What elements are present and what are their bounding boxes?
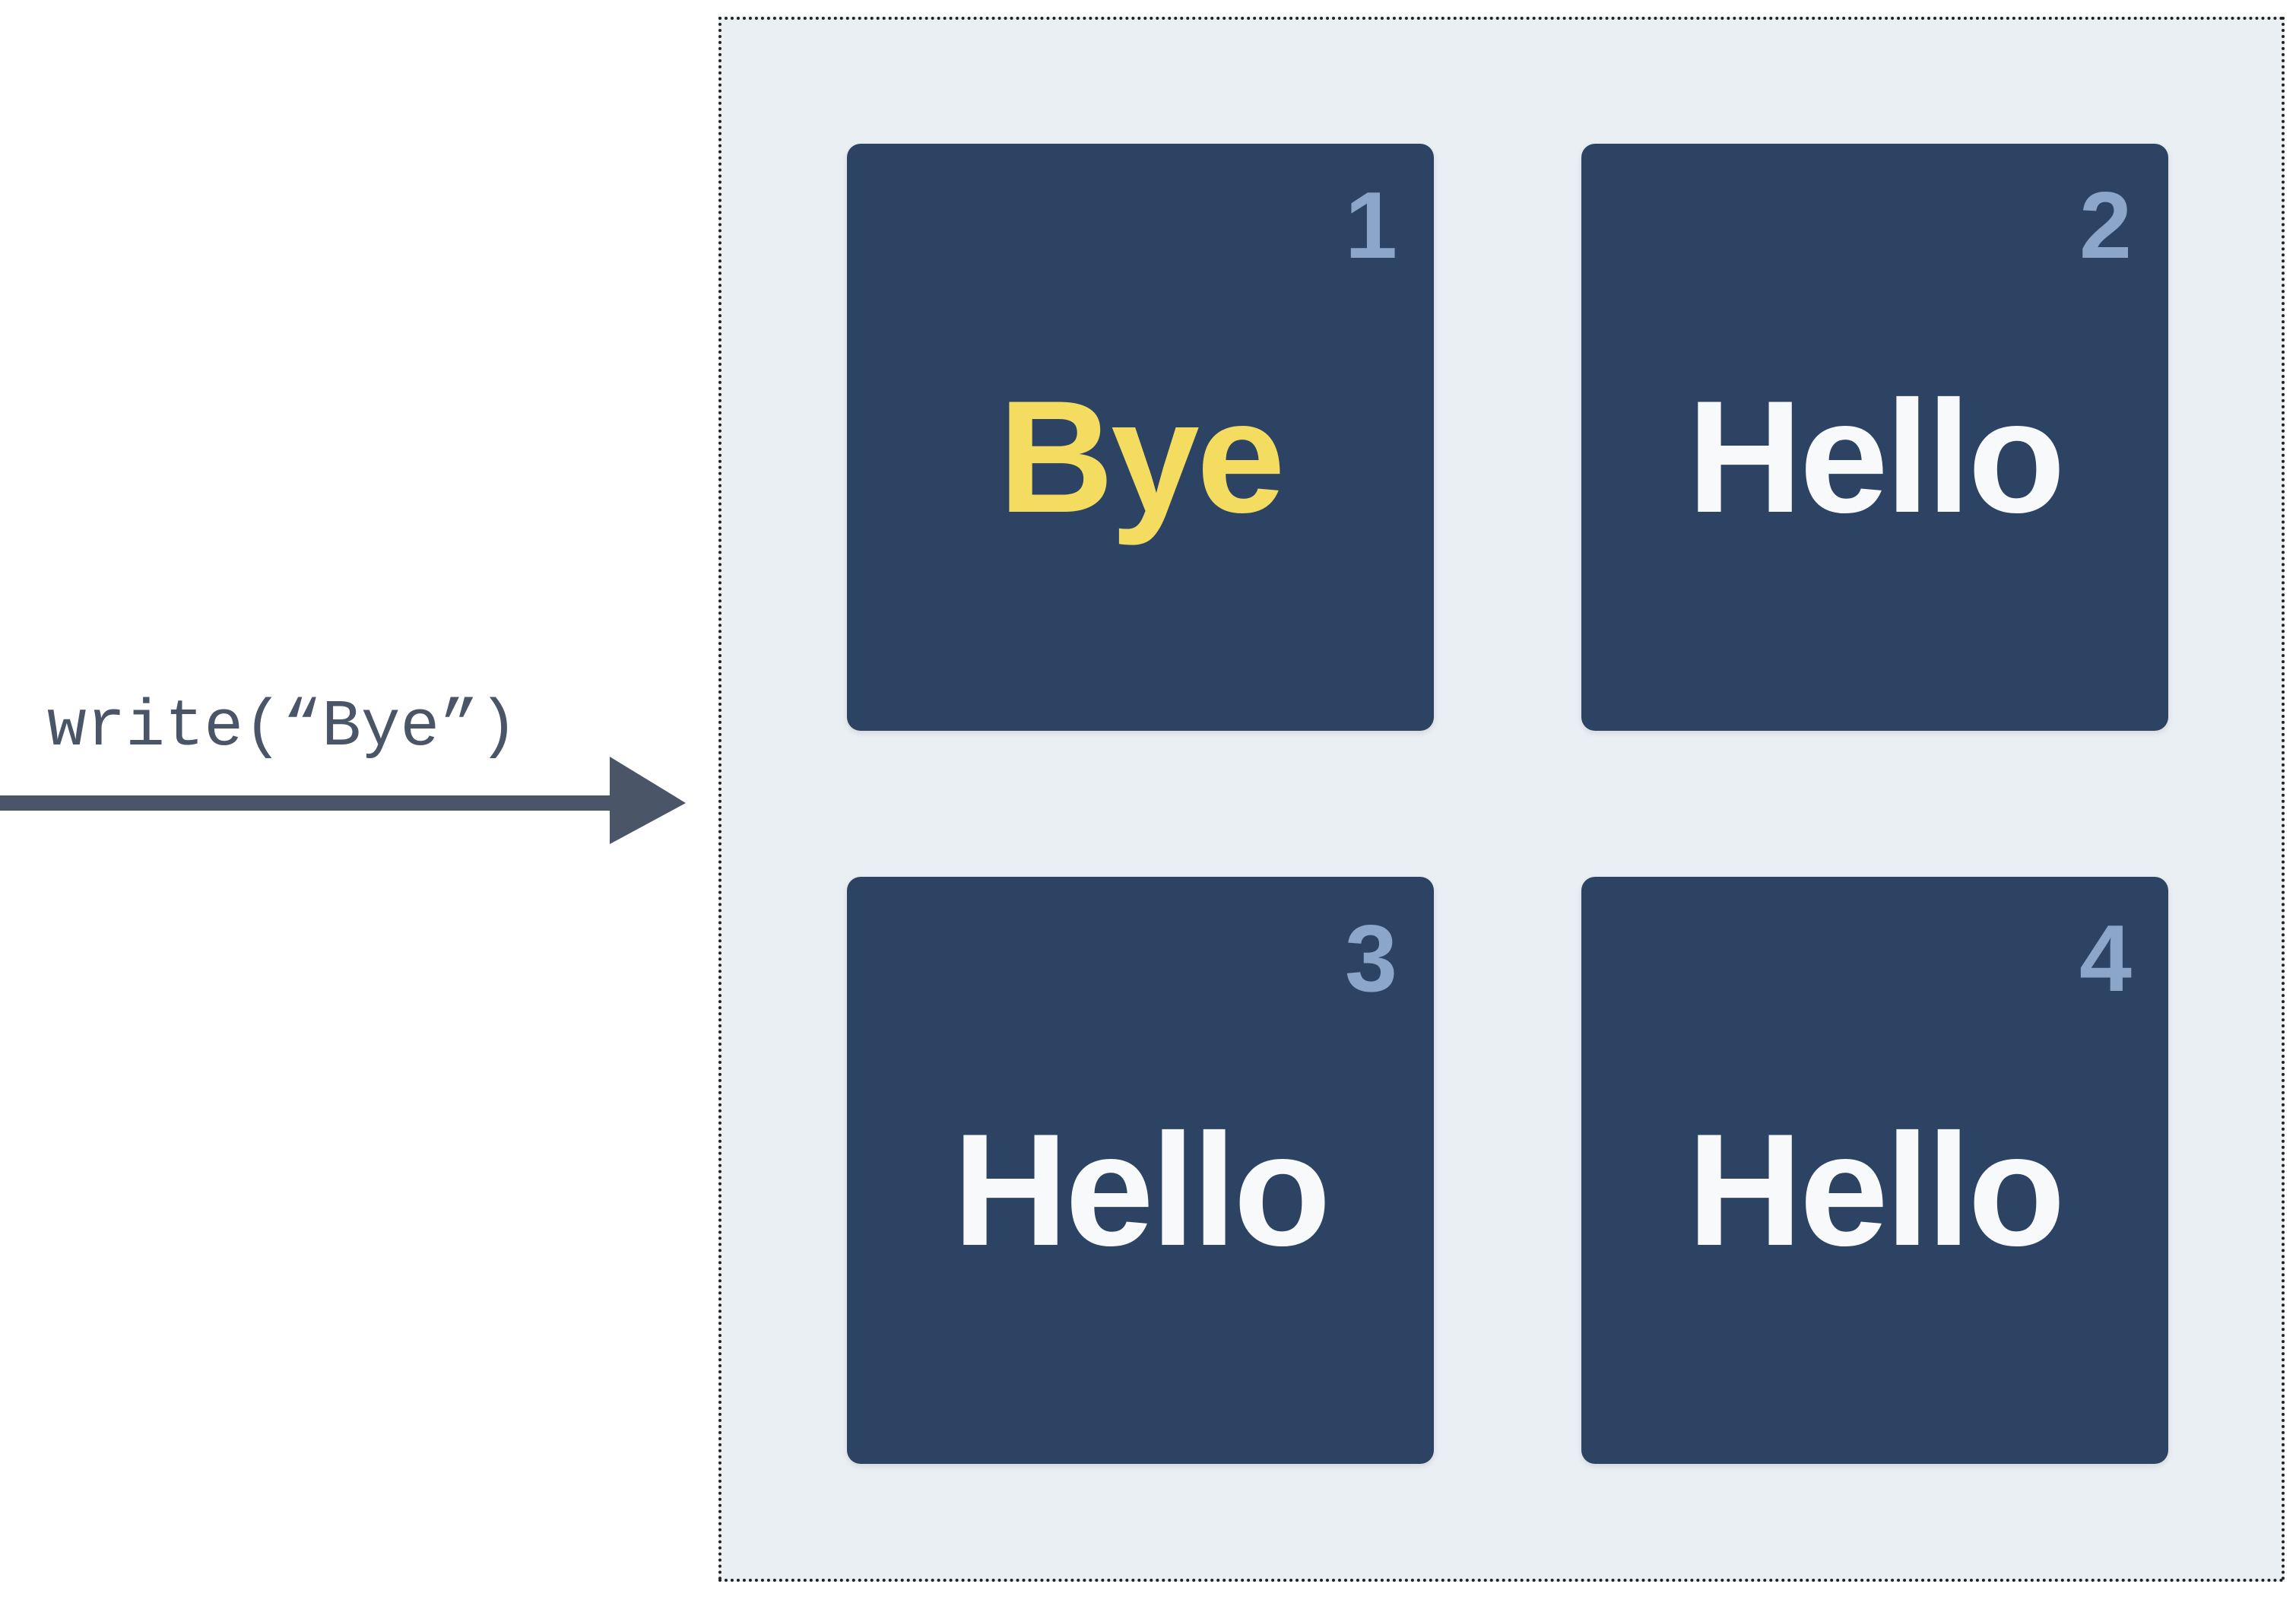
write-arrow	[0, 757, 686, 844]
cell-index-label: 2	[2079, 173, 2132, 278]
storage-cell-1: 1 Bye	[847, 144, 1434, 731]
cell-index-label: 4	[2079, 906, 2132, 1011]
write-call-label: write(“Bye”)	[47, 690, 519, 764]
storage-cell-2: 2 Hello	[1581, 144, 2168, 731]
cell-value-label: Hello	[1687, 367, 2065, 546]
storage-cell-3: 3 Hello	[847, 877, 1434, 1464]
storage-region: 1 Bye 2 Hello 3 Hello 4 Hello	[718, 17, 2285, 1582]
arrow-head	[610, 757, 686, 844]
cell-index-label: 1	[1345, 173, 1397, 278]
arrow-shaft	[0, 795, 617, 811]
cell-value-label: Hello	[1687, 1100, 2065, 1279]
cell-value-label: Bye	[998, 367, 1285, 546]
storage-cell-4: 4 Hello	[1581, 877, 2168, 1464]
cell-index-label: 3	[1345, 906, 1397, 1011]
cell-value-label: Hello	[953, 1100, 1330, 1279]
